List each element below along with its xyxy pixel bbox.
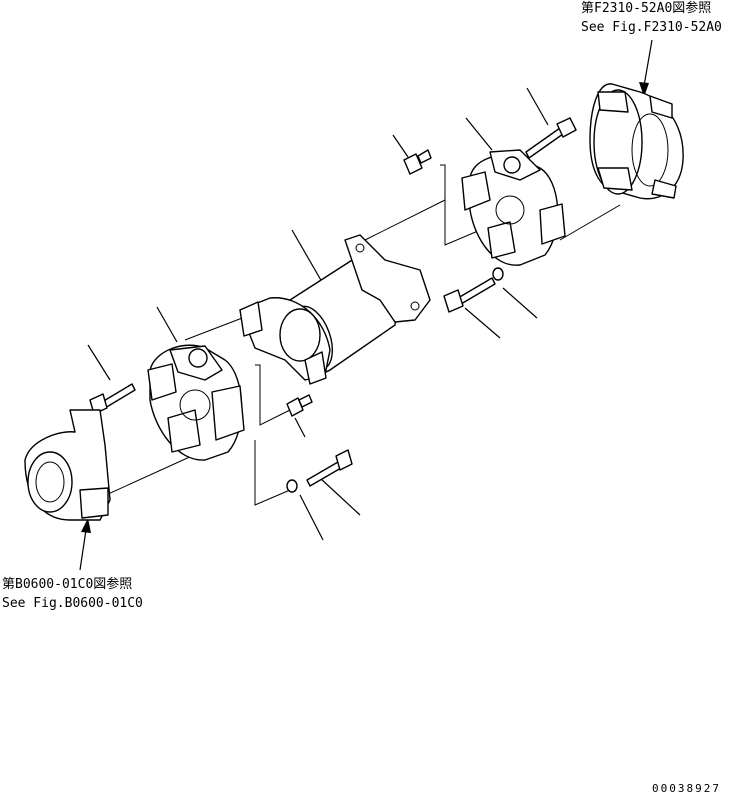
ref-arrow-bottom [79,518,91,571]
ref-top-right-en: See Fig.F2310-52A0 [581,20,722,35]
output-flange [589,83,684,200]
bolt-middle [443,277,496,313]
grease-fitting-top [403,149,432,175]
ref-top-right-jp: 第F2310-52A0図参照 [581,0,711,16]
bolt-left [89,383,136,415]
assembly-lines [94,164,621,506]
drawing-number: 00038927 [652,782,721,795]
bolt-top [525,117,577,159]
slip-yoke [239,297,331,385]
leader-lines [87,87,549,541]
washer-top [492,267,504,281]
ref-bottom-left-en: See Fig.B0600-01C0 [2,596,143,611]
bolt-lower [306,449,353,487]
input-yoke [24,409,111,521]
ref-bottom-left-jp: 第B0600-01C0図参照 [2,576,132,592]
spider-upper [461,149,566,266]
washer-lower [286,479,298,493]
grease-fitting-middle [286,394,313,417]
spider-lower [147,344,245,461]
ref-arrow-top [639,39,653,97]
